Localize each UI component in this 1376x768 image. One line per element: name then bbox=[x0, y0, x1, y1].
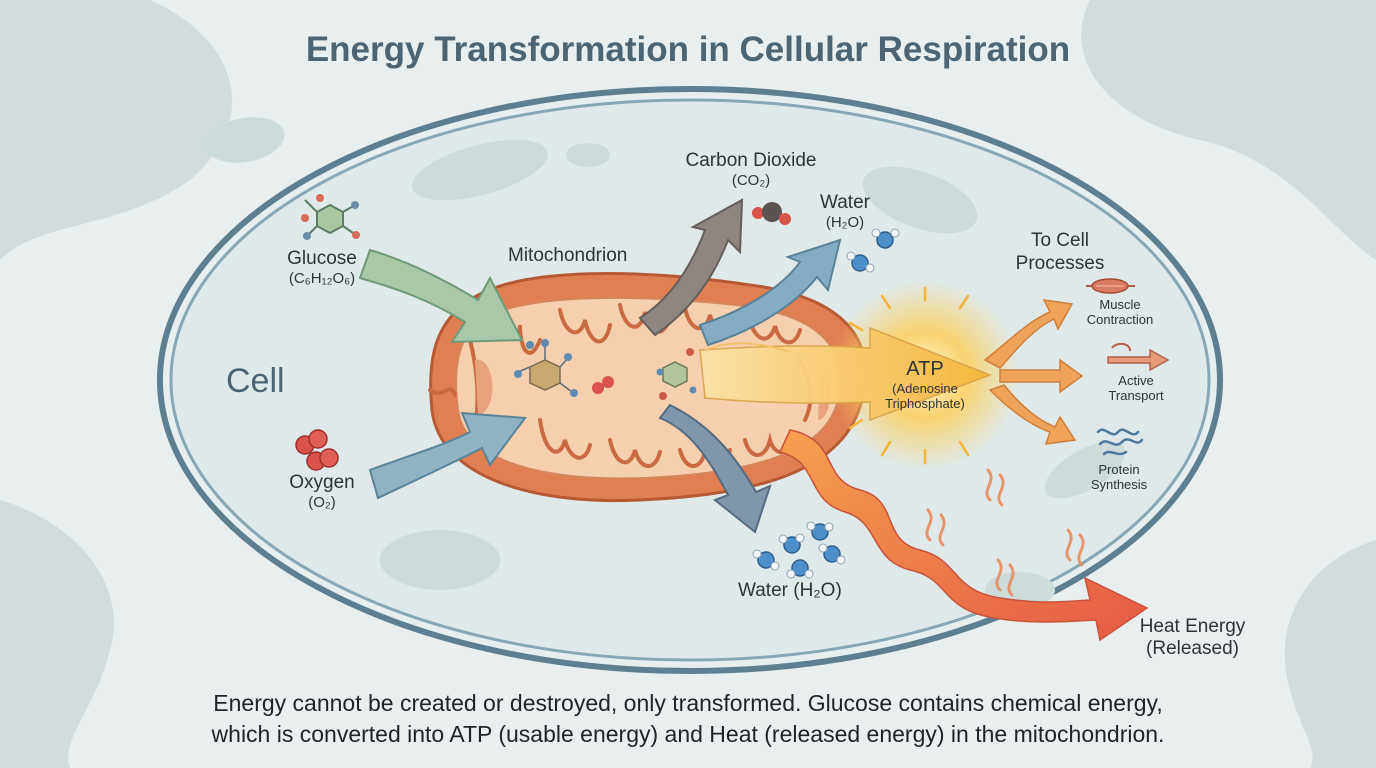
cell-processes-heading: To Cell Processes bbox=[1000, 229, 1120, 275]
glucose-in-mitochondrion-icon bbox=[514, 339, 578, 397]
water-molecule-icons-bottom bbox=[752, 521, 846, 579]
process-item-line2: Contraction bbox=[1086, 312, 1154, 327]
diagram-title: Energy Transformation in Cellular Respir… bbox=[305, 30, 1071, 69]
water-label-top: Water (H₂O) bbox=[800, 192, 890, 231]
oxygen-formula: (O₂) bbox=[308, 494, 336, 511]
heat-wave-icons bbox=[925, 468, 1085, 597]
oxygen-label: Oxygen (O₂) bbox=[262, 472, 382, 511]
oxygen-in-mitochondrion-icon bbox=[592, 376, 614, 394]
water-formula-top: (H₂O) bbox=[825, 214, 865, 231]
carbon-dioxide-molecule-icon bbox=[752, 202, 791, 225]
water-name-top: Water bbox=[820, 192, 870, 213]
water-label-bottom: Water (H₂O) bbox=[738, 580, 842, 601]
atp-name: ATP bbox=[906, 358, 944, 380]
process-item-line1: Protein bbox=[1098, 462, 1140, 477]
caption-line1: Energy cannot be created or destroyed, o… bbox=[213, 690, 1163, 716]
muscle-icon bbox=[1086, 278, 1135, 294]
cell-processes-heading-line1: To Cell bbox=[1030, 230, 1090, 251]
heat-energy-label: Heat Energy (Released) bbox=[1120, 616, 1265, 660]
oxygen-input-arrow bbox=[368, 411, 527, 500]
carbon-dioxide-output-arrow bbox=[638, 198, 744, 337]
cell-label: Cell bbox=[226, 362, 285, 400]
protein-strand-icon bbox=[1096, 428, 1144, 456]
process-item-line1: Muscle bbox=[1099, 297, 1141, 312]
process-muscle-contraction: Muscle Contraction bbox=[1070, 297, 1170, 327]
heat-energy-arrow bbox=[778, 429, 1149, 642]
atp-full-name-line2: Triphosphate) bbox=[885, 396, 965, 411]
process-active-transport: Active Transport bbox=[1086, 373, 1186, 403]
cell-processes-heading-line2: Processes bbox=[1015, 253, 1105, 274]
cell-organelle-blobs bbox=[205, 117, 1126, 608]
carbon-dioxide-name: Carbon Dioxide bbox=[685, 150, 817, 171]
glucose-formula: (C₆H₁₂O₆) bbox=[288, 270, 356, 287]
transport-arrow-icon bbox=[1107, 342, 1170, 372]
water-output-arrow-bottom bbox=[658, 403, 772, 534]
oxygen-molecule-icon bbox=[295, 429, 339, 471]
glucose-molecule-icon bbox=[301, 194, 360, 240]
caption: Energy cannot be created or destroyed, o… bbox=[0, 688, 1376, 750]
heat-energy-line2: (Released) bbox=[1146, 638, 1239, 659]
process-arrows bbox=[983, 299, 1084, 445]
atp-label: ATP (Adenosine Triphosphate) bbox=[860, 358, 990, 411]
atp-output-arrow bbox=[699, 326, 993, 422]
caption-line2: which is converted into ATP (usable ener… bbox=[211, 721, 1165, 747]
heat-energy-line1: Heat Energy bbox=[1139, 616, 1246, 637]
carbon-dioxide-formula: (CO₂) bbox=[731, 172, 771, 189]
process-item-line2: Transport bbox=[1108, 388, 1164, 403]
mitochondrion-label: Mitochondrion bbox=[508, 245, 628, 266]
glucose-name: Glucose bbox=[287, 248, 357, 269]
glucose-label: Glucose (C₆H₁₂O₆) bbox=[262, 248, 382, 287]
glucose-input-arrow bbox=[358, 248, 524, 344]
atp-full-name-line1: (Adenosine bbox=[892, 381, 958, 396]
process-item-line2: Synthesis bbox=[1090, 477, 1148, 492]
water-molecule-icons-top bbox=[846, 228, 900, 273]
water-output-arrow-top bbox=[698, 238, 842, 347]
intermediate-molecule-icon bbox=[656, 348, 697, 400]
carbon-dioxide-label: Carbon Dioxide (CO₂) bbox=[666, 150, 836, 189]
process-protein-synthesis: Protein Synthesis bbox=[1069, 462, 1169, 492]
oxygen-name: Oxygen bbox=[289, 472, 355, 493]
process-item-line1: Active bbox=[1118, 373, 1154, 388]
